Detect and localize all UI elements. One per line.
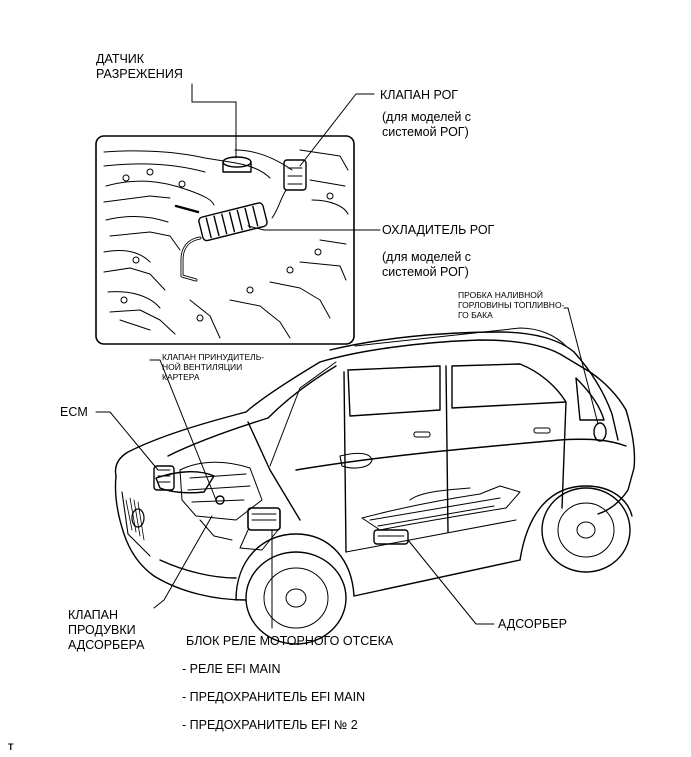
vacuum-sensor-label: ДАТЧИК РАЗРЕЖЕНИЯ — [96, 52, 183, 82]
pcv-valve-label-line2: НОЙ ВЕНТИЛЯЦИИ — [162, 362, 243, 372]
egr-cooler-note-line2: системой РОГ) — [382, 265, 469, 279]
corner-mark: T — [8, 742, 14, 752]
egr-valve-note: (для моделей с системой РОГ) — [382, 110, 471, 140]
ecm-label: ECM — [60, 405, 88, 419]
fuel-cap-label-line3: ГО БАКА — [458, 310, 493, 320]
vacuum-sensor-label-line2: РАЗРЕЖЕНИЯ — [96, 67, 183, 81]
relay-block-label: БЛОК РЕЛЕ МОТОРНОГО ОТСЕКА — [186, 634, 394, 648]
purge-valve-label-line1: КЛАПАН — [68, 608, 119, 622]
fuel-system-components — [361, 485, 521, 545]
fuel-cap-label-line1: ПРОБКА НАЛИВНОЙ — [458, 290, 543, 300]
pcv-valve-label: КЛАПАН ПРИНУДИТЕЛЬ- НОЙ ВЕНТИЛЯЦИИ КАРТЕ… — [162, 352, 264, 382]
purge-valve-label-line2: ПРОДУВКИ — [68, 623, 136, 637]
leader-lines — [95, 83, 599, 629]
engine-bay-components — [153, 461, 281, 551]
egr-valve-note-line1: (для моделей с — [382, 110, 472, 124]
fuel-cap-label: ПРОБКА НАЛИВНОЙ ГОРЛОВИНЫ ТОПЛИВНО- ГО Б… — [458, 290, 564, 320]
canister-label: АДСОРБЕР — [498, 617, 567, 631]
egr-valve-label: КЛАПАН РОГ — [380, 88, 459, 102]
vacuum-sensor-label-line1: ДАТЧИК — [96, 52, 145, 66]
relay-item-efi-no2-fuse: - ПРЕДОХРАНИТЕЛЬ EFI № 2 — [182, 718, 358, 732]
pcv-valve-label-line1: КЛАПАН ПРИНУДИТЕЛЬ- — [162, 352, 265, 362]
vehicle-illustration — [114, 327, 636, 645]
purge-valve-label: КЛАПАН ПРОДУВКИ АДСОРБЕРА — [68, 608, 144, 653]
fuel-cap-label-line2: ГОРЛОВИНЫ ТОПЛИВНО- — [458, 300, 565, 310]
egr-cooler-label: ОХЛАДИТЕЛЬ РОГ — [382, 223, 495, 237]
relay-item-efi-main-fuse: - ПРЕДОХРАНИТЕЛЬ EFI MAIN — [182, 690, 366, 704]
pcv-valve-label-line3: КАРТЕРА — [162, 372, 200, 382]
engine-inset — [95, 135, 355, 345]
egr-valve-note-line2: системой РОГ) — [382, 125, 469, 139]
purge-valve-label-line3: АДСОРБЕРА — [68, 638, 145, 652]
relay-item-efi-main-relay: - РЕЛЕ EFI MAIN — [182, 662, 281, 676]
egr-cooler-note: (для моделей с системой РОГ) — [382, 250, 471, 280]
egr-cooler-note-line1: (для моделей с — [382, 250, 472, 264]
engine-illustration — [103, 149, 349, 339]
